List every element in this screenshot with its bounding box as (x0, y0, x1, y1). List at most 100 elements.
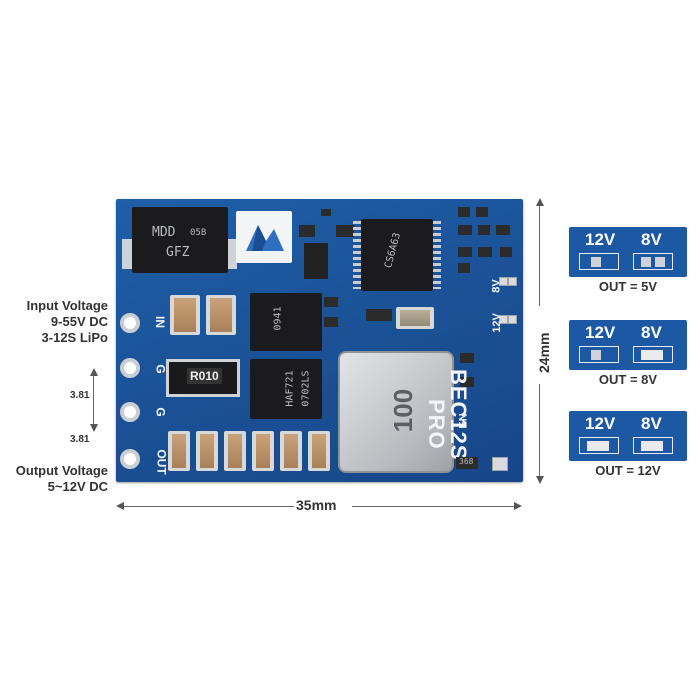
diode-marking-1: MDD (152, 225, 176, 240)
jumper-pad (641, 257, 651, 267)
height-line-bottom (539, 384, 540, 476)
jumper-frame (633, 437, 673, 454)
ic-marking: CS6A63 (383, 231, 404, 270)
solder-pad (492, 457, 508, 471)
small-component (324, 317, 338, 327)
mosfet-2-marking-2: 0702LS (300, 370, 312, 407)
ic-pins-right (433, 221, 441, 289)
input-voltage-title: Input Voltage (26, 298, 108, 313)
pitch-bottom-label: 3.81 (70, 434, 90, 445)
board-label-12v: 12V (490, 313, 503, 333)
width-arrow-left-icon (116, 502, 124, 510)
output-capacitor (168, 431, 190, 471)
height-line-top (539, 206, 540, 306)
input-capacitor (170, 295, 200, 335)
jumper-config-12v: 12V 8V (569, 411, 687, 461)
diode-marking-2: 05B (190, 228, 207, 238)
board-label-8v: 8V (490, 279, 503, 293)
jumper-pad (591, 350, 601, 360)
jumper-pad (591, 257, 601, 267)
jumper-caption-12v: OUT = 12V (595, 463, 661, 478)
small-component (324, 297, 338, 307)
mosfet-2-marking: HAF721 (284, 370, 296, 407)
mosfet-1: 0941 (250, 293, 322, 351)
width-arrow-right-icon (514, 502, 522, 510)
small-component (336, 225, 354, 237)
small-component (460, 353, 474, 363)
diode-lead-right (227, 239, 237, 269)
brand-logo (236, 211, 292, 263)
small-component (478, 225, 490, 235)
small-component (478, 247, 492, 257)
jumper-frame (579, 253, 619, 270)
jumper-frame (633, 346, 673, 363)
width-line-left (124, 506, 294, 507)
pitch-top-label: 3.81 (70, 390, 90, 401)
model-sub: PRO (424, 399, 449, 450)
pcb-board: MDD 05B GFZ CS6A63 8V 12V IN G G OUT (116, 199, 523, 482)
board-jumper-pad (499, 277, 508, 286)
pin-label-in: IN (153, 316, 167, 328)
mosfet-2: HAF721 0702LS (250, 359, 322, 419)
input-capacitor (206, 295, 236, 335)
mosfet-1-marking: 0941 (272, 306, 284, 331)
jumper-frame (633, 253, 673, 270)
small-component (366, 309, 392, 321)
small-component (476, 207, 488, 217)
output-voltage-title: Output Voltage (15, 463, 108, 478)
small-component (299, 225, 315, 237)
board-jumper-pad (508, 277, 517, 286)
diode-marking-3: GFZ (166, 245, 190, 260)
small-inductor (304, 243, 328, 279)
height-arrow-down-icon (536, 476, 544, 484)
jumper-bridge (641, 350, 663, 360)
logo-mountain-icon (246, 225, 284, 251)
width-label: 35mm (296, 497, 337, 513)
power-inductor: 100 (338, 351, 454, 473)
pin-label-g2: G (153, 407, 168, 417)
jumper-config-5v: 12V 8V (569, 227, 687, 277)
board-jumper-pad (499, 315, 508, 324)
input-voltage-range: 9-55V DC (50, 314, 108, 329)
jumper-frame (579, 437, 619, 454)
pitch-arrow-down-icon (90, 424, 98, 432)
jumper-pad (655, 257, 665, 267)
small-chip-marking: 368 (459, 457, 474, 466)
jumper-bridge (641, 441, 663, 451)
small-component (458, 207, 470, 217)
small-component (496, 225, 510, 235)
jumper-label-12v: 12V (585, 323, 616, 342)
output-capacitor (224, 431, 246, 471)
jumper-bridge (587, 441, 609, 451)
schottky-diode: MDD 05B GFZ (132, 207, 228, 273)
output-capacitor (196, 431, 218, 471)
current-sense-resistor: R010 (166, 359, 240, 397)
height-arrow-up-icon (536, 198, 544, 206)
pin-hole-in (120, 313, 140, 333)
pin-label-out: OUT (154, 449, 169, 475)
jumper-label-8v: 8V (641, 414, 662, 433)
board-jumper-pad (508, 315, 517, 324)
height-label: 24mm (536, 332, 552, 373)
jumper-caption-5v: OUT = 5V (598, 279, 658, 294)
small-chip: 368 (456, 457, 478, 469)
jumper-label-12v: 12V (585, 414, 616, 433)
diode-lead-left (122, 239, 132, 269)
controller-ic: CS6A63 (361, 219, 433, 291)
input-cells: 3-12S LiPo (41, 330, 108, 345)
jumper-label-12v: 12V (585, 230, 616, 249)
jumper-label-8v: 8V (641, 230, 662, 249)
small-component (458, 225, 472, 235)
output-voltage-range: 5~12V DC (47, 479, 108, 494)
jumper-label-8v: 8V (641, 323, 662, 342)
pin-hole-g1 (120, 358, 140, 378)
smd-resistor (396, 307, 434, 329)
jumper-config-8v: 12V 8V (569, 320, 687, 370)
small-component (321, 209, 331, 216)
pitch-arrow-up-icon (90, 368, 98, 376)
pitch-line (93, 375, 94, 425)
jumper-frame (579, 346, 619, 363)
jumper-caption-8v: OUT = 8V (598, 372, 658, 387)
pin-hole-g2 (120, 402, 140, 422)
small-component (458, 247, 472, 257)
